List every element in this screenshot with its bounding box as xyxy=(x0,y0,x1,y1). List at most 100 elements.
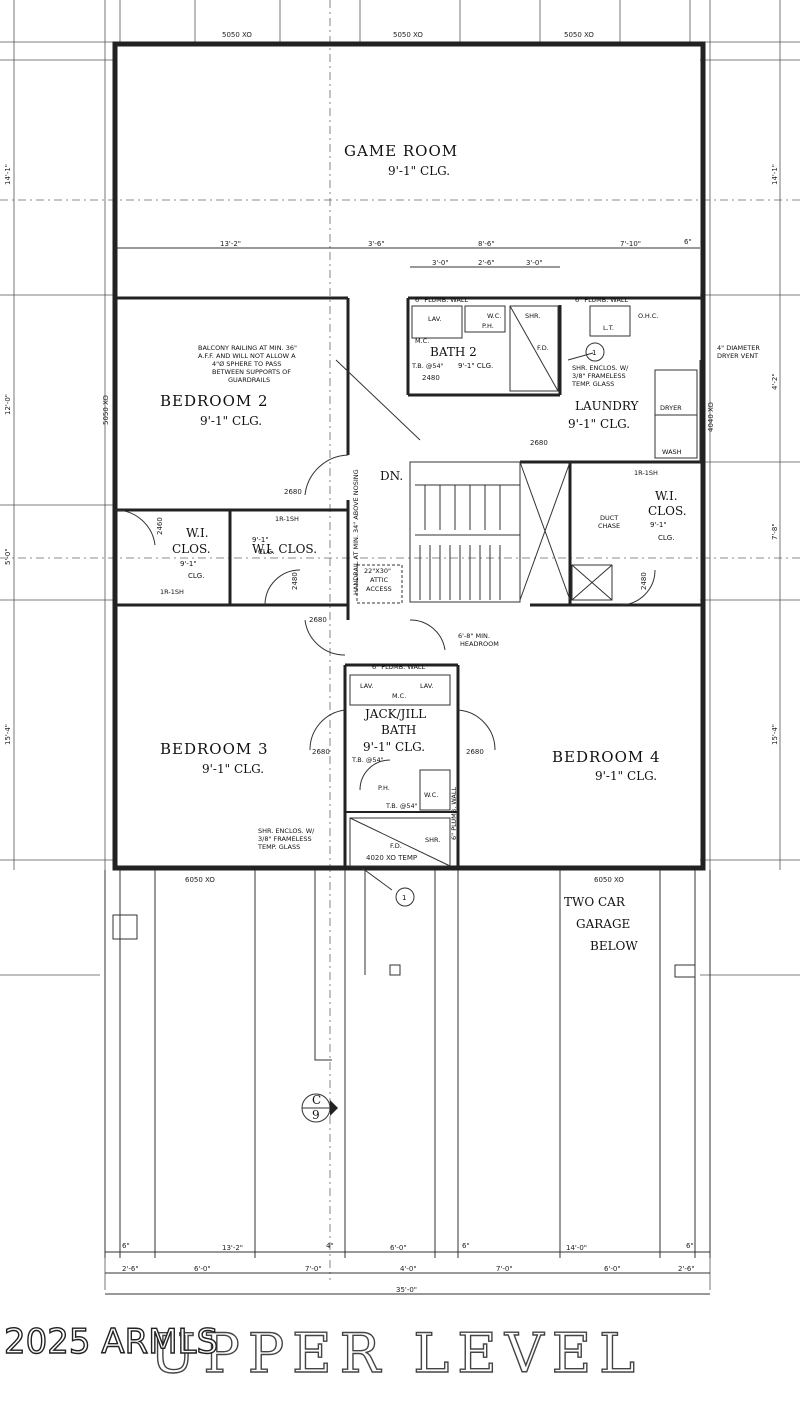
jackjill-ceiling: 9'-1" CLG. xyxy=(363,740,425,754)
window-label-bath: 4020 XO TEMP xyxy=(366,854,417,862)
detail-callout-top xyxy=(585,342,605,362)
bath2-ceiling: 9'-1" CLG. xyxy=(458,362,493,370)
window-label-bottom-right: 6050 XO xyxy=(594,876,624,884)
mc-jj: M.C. xyxy=(392,692,406,700)
duct-chase-1: DUCT xyxy=(600,514,618,522)
jackjill-label-2: BATH xyxy=(381,723,416,737)
laundry-ceiling: 9'-1" CLG. xyxy=(568,417,630,431)
door-size-bath2: 2480 xyxy=(422,374,440,382)
wi-clos-right-label: W.I. xyxy=(655,489,678,503)
wc-jj: W.C. xyxy=(424,791,438,799)
balcony-note-line-3: 4"Ø SPHERE TO PASS xyxy=(212,360,281,368)
exterior-walls xyxy=(112,41,706,871)
dim-bottom1-1: 6" xyxy=(122,1242,130,1250)
interior-walls xyxy=(112,296,703,868)
fd-bath2: F.D. xyxy=(537,344,549,352)
wash-label: WASH xyxy=(662,448,682,456)
shower-enclosure-note-top-1: SHR. ENCLOS. W/ xyxy=(572,364,629,372)
game-room-label: GAME ROOM xyxy=(344,142,458,160)
balcony-note-line-2: A.F.F. AND WILL NOT ALLOW A xyxy=(198,352,296,360)
shelf-mid-closet: 1R-1SH xyxy=(275,515,299,523)
dim-left-4: 15'-4" xyxy=(4,724,12,745)
section-marker-letter: C xyxy=(312,1093,321,1107)
stairs-down-label: DN. xyxy=(380,469,403,483)
dimension-rows-bottom: 6" 13'-2" 4" 6'-0" 6" 14'-0" 6" 2'-6" 6'… xyxy=(105,1242,710,1295)
jackjill-label: JACK/JILL xyxy=(363,707,426,721)
dim-bottom2-6: 6'-0" xyxy=(604,1265,621,1273)
door-swings xyxy=(114,454,656,791)
dim-overall: 35'-0" xyxy=(396,1286,417,1294)
bedroom3-ceiling: 9'-1" CLG. xyxy=(202,762,264,776)
door-size-bed2: 2680 xyxy=(284,488,302,496)
dryer-label: DRYER xyxy=(660,404,682,412)
mc-bath2: M.C. xyxy=(415,337,429,345)
callouts: 1 1 C 9 xyxy=(301,342,605,1123)
drawing-title: UPPER LEVEL xyxy=(149,1321,643,1385)
detail-callout-bottom-number: 1 xyxy=(402,894,406,902)
balcony-note-line-1: BALCONY RAILING AT MIN. 36" xyxy=(198,344,297,352)
dim-bottom1-7: 6" xyxy=(686,1242,694,1250)
shelf-right-closet: 1R-1SH xyxy=(634,469,658,477)
window-label-left-side: 5050 XO xyxy=(102,395,110,425)
wi-clos-right-ceiling: 9'-1" xyxy=(650,521,667,529)
wi-clos-mid-ceiling: 9'-1" xyxy=(252,536,269,544)
dim-left-1: 14'-1" xyxy=(4,164,12,185)
bedroom4-label: BEDROOM 4 xyxy=(552,748,661,766)
handrail-note: HANDRAIL AT MIN. 34" ABOVE NOSING xyxy=(352,469,360,595)
dim-top-2: 3'-6" xyxy=(368,240,385,248)
door-size-closet-mid: 2480 xyxy=(291,572,299,590)
dim-bottom1-4: 6'-0" xyxy=(390,1244,407,1252)
duct-chase-2: CHASE xyxy=(598,522,620,530)
laundry-label: LAUNDRY xyxy=(575,399,640,413)
attic-note-2: ATTIC xyxy=(370,576,389,584)
fd-jj: F.D. xyxy=(390,842,402,850)
balcony-note: BALCONY RAILING AT MIN. 36" A.F.F. AND W… xyxy=(198,344,297,384)
wi-clos-right-ceiling-2: CLG. xyxy=(658,534,674,542)
wi-clos-left-label-2: CLOS. xyxy=(172,542,211,556)
dim-bottom1-5: 6" xyxy=(462,1242,470,1250)
wc-bath2: W.C. xyxy=(487,312,501,320)
bedroom2-ceiling: 9'-1" CLG. xyxy=(200,414,262,428)
game-room-ceiling: 9'-1" CLG. xyxy=(388,164,450,178)
tb-bath2: T.B. @54" xyxy=(411,362,444,370)
shower-enclosure-note-bottom-3: TEMP. GLASS xyxy=(257,843,300,851)
dim-right-4: 15'-4" xyxy=(771,724,779,745)
wi-clos-mid-ceiling-2: CLG. xyxy=(258,548,274,556)
dim-bottom1-6: 14'-0" xyxy=(566,1244,587,1252)
dim-bath-1: 3'-0" xyxy=(432,259,449,267)
wi-clos-right-label-2: CLOS. xyxy=(648,504,687,518)
garage-label-2: GARAGE xyxy=(576,917,630,931)
dim-right-3: 7'-8" xyxy=(771,523,779,540)
door-size-laundry: 2680 xyxy=(530,439,548,447)
door-size-bed3-bath: 2680 xyxy=(312,748,330,756)
overhead-cabinet-label: O.H.C. xyxy=(638,312,658,320)
bath2-label: BATH 2 xyxy=(430,345,477,359)
shower-enclosure-note-bottom-2: 3/8" FRAMELESS xyxy=(258,835,312,843)
detail-callout-top-number: 1 xyxy=(592,349,596,357)
laundry-tub-label: L.T. xyxy=(603,324,614,332)
plumb-wall-mid: 6" PLUMB. WALL xyxy=(372,663,426,671)
shower-enclosure-note-bottom-1: SHR. ENCLOS. W/ xyxy=(258,827,315,835)
dim-bath-2: 2'-6" xyxy=(478,259,495,267)
dim-bottom1-3: 4" xyxy=(326,1242,334,1250)
shr-bath2: SHR. xyxy=(525,312,540,320)
balcony-note-line-5: GUARDRAILS xyxy=(228,376,270,384)
dim-bottom2-1: 2'-6" xyxy=(122,1265,139,1273)
dim-top-4: 7'-10" xyxy=(620,240,641,248)
headroom-note-2: HEADROOM xyxy=(460,640,499,648)
balcony-note-line-4: BETWEEN SUPPORTS OF xyxy=(212,368,291,376)
dim-top-3: 8'-6" xyxy=(478,240,495,248)
attic-note-3: ACCESS xyxy=(366,585,392,593)
shower-enclosure-note-top-3: TEMP. GLASS xyxy=(571,380,614,388)
section-marker-sheet: 9 xyxy=(312,1108,320,1122)
wi-clos-left-label: W.I. xyxy=(186,526,209,540)
dryer-vent-note-2: DRYER VENT xyxy=(717,352,758,360)
window-label-bottom-left: 6050 XO xyxy=(185,876,215,884)
lav-jj-right: LAV. xyxy=(420,682,433,690)
wi-clos-left-ceiling-2: CLG. xyxy=(188,572,204,580)
door-size-closet-left: 2460 xyxy=(156,517,164,535)
dim-left-3: 5'-0" xyxy=(4,548,12,565)
garage-outline xyxy=(104,870,711,1258)
dim-bottom1-2: 13'-2" xyxy=(222,1244,243,1252)
